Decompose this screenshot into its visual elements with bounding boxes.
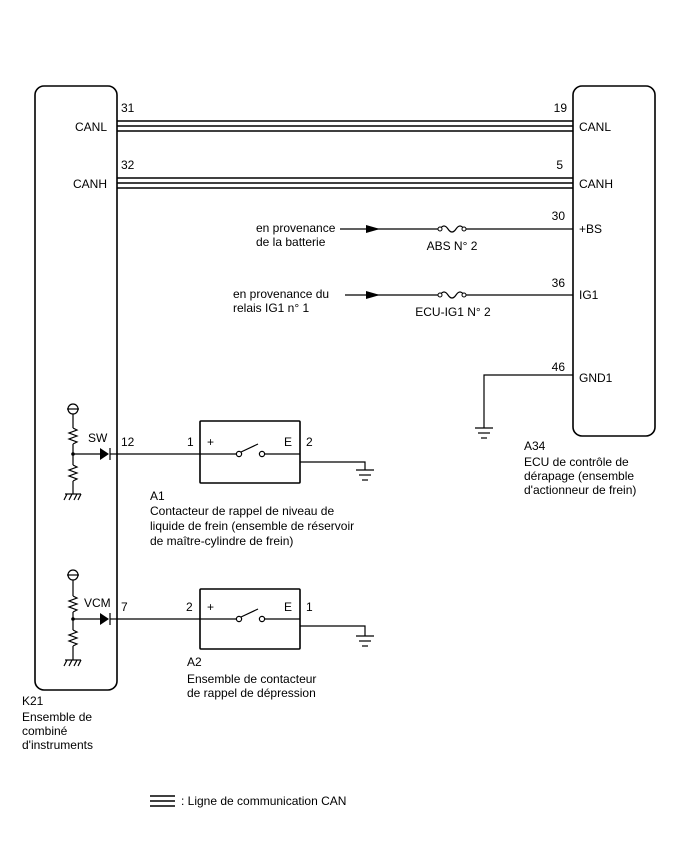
chassis-ground-icon (63, 659, 82, 667)
diode-icon (100, 613, 109, 625)
k21-canh-pin-number: 32 (121, 158, 135, 172)
k21-name-line2: combiné (22, 724, 68, 738)
a1-name-line3: de maître-cylindre de frein) (150, 534, 293, 548)
legend-text: : Ligne de communication CAN (181, 794, 346, 808)
fuse-ecu-ig1-icon (439, 291, 465, 299)
a1-block (199, 420, 301, 484)
a34-ig1-label: IG1 (579, 288, 599, 302)
a2-ground-circuit (300, 625, 374, 647)
k21-sw-internal-circuit (63, 403, 117, 501)
resistor-icon (67, 427, 79, 445)
a2-pin-right: 1 (306, 600, 313, 614)
k21-name-line3: d'instruments (22, 738, 93, 752)
can-line-legend-icon (150, 795, 175, 807)
a34-canh-pin-number: 5 (556, 158, 563, 172)
a1-e-label: E (284, 435, 292, 449)
resistor-icon (67, 595, 79, 613)
a1-plus-label: + (207, 435, 214, 449)
relay-arrow-icon (366, 291, 380, 299)
resistor-icon (67, 464, 79, 482)
k21-canl-pin-number: 31 (121, 101, 135, 115)
a34-ground-circuit (475, 374, 573, 439)
k21-block (34, 85, 118, 691)
canh-bus (117, 177, 573, 189)
a34-name-line1: ECU de contrôle de (524, 455, 629, 469)
a1-name-line1: Contacteur de rappel de niveau de (150, 504, 334, 518)
relay-supply-circuit (345, 291, 573, 299)
k21-ref: K21 (22, 694, 44, 708)
k21-vcm-pin-number: 7 (121, 600, 128, 614)
a34-ref: A34 (524, 439, 546, 453)
a1-ground-circuit (300, 461, 374, 481)
k21-name-line1: Ensemble de (22, 710, 92, 724)
a34-name-line3: d'actionneur de frein) (524, 483, 636, 497)
k21-canh-label: CANH (73, 177, 107, 191)
diode-icon (100, 448, 109, 460)
relay-source-line2: relais IG1 n° 1 (233, 301, 309, 315)
fuse-abs-icon (439, 225, 465, 233)
chassis-ground-icon (63, 493, 82, 501)
k21-vcm-internal-circuit (63, 569, 117, 667)
a34-canh-label: CANH (579, 177, 613, 191)
battery-source-line1: en provenance (256, 221, 336, 235)
a1-name-line2: liquide de frein (ensemble de réservoir (150, 519, 354, 533)
k21-sw-label: SW (88, 431, 108, 445)
a1-ref: A1 (150, 489, 165, 503)
a34-gnd-pin-number: 46 (552, 360, 566, 374)
a34-block (572, 85, 656, 437)
a2-name-line2: de rappel de dépression (187, 686, 316, 700)
a1-pin-left: 1 (187, 435, 194, 449)
a34-bs-pin-number: 30 (552, 209, 566, 223)
a1-switch-icon (200, 443, 300, 458)
a34-canl-label: CANL (579, 120, 611, 134)
a2-ref: A2 (187, 655, 202, 669)
relay-source-line1: en provenance du (233, 287, 329, 301)
a34-gnd-label: GND1 (579, 371, 613, 385)
a34-bs-label: +BS (579, 222, 602, 236)
a34-ig1-pin-number: 36 (552, 276, 566, 290)
battery-source-line2: de la batterie (256, 235, 326, 249)
a2-plus-label: + (207, 600, 214, 614)
battery-supply-circuit (340, 225, 573, 233)
a1-pin-right: 2 (306, 435, 313, 449)
a2-e-label: E (284, 600, 292, 614)
battery-arrow-icon (366, 225, 380, 233)
k21-vcm-label: VCM (84, 596, 111, 610)
a34-name-line2: dérapage (ensemble (524, 469, 634, 483)
fuse-ecu-ig1-label: ECU-IG1 N° 2 (415, 305, 491, 319)
canl-bus (117, 120, 573, 132)
a2-pin-left: 2 (186, 600, 193, 614)
a2-switch-icon (200, 608, 300, 623)
ground-icon (475, 427, 493, 439)
a2-name-line1: Ensemble de contacteur (187, 672, 316, 686)
fuse-abs-label: ABS N° 2 (427, 239, 478, 253)
k21-canl-label: CANL (75, 120, 107, 134)
k21-sw-pin-number: 12 (121, 435, 135, 449)
a34-canl-pin-number: 19 (554, 101, 568, 115)
resistor-icon (67, 629, 79, 647)
